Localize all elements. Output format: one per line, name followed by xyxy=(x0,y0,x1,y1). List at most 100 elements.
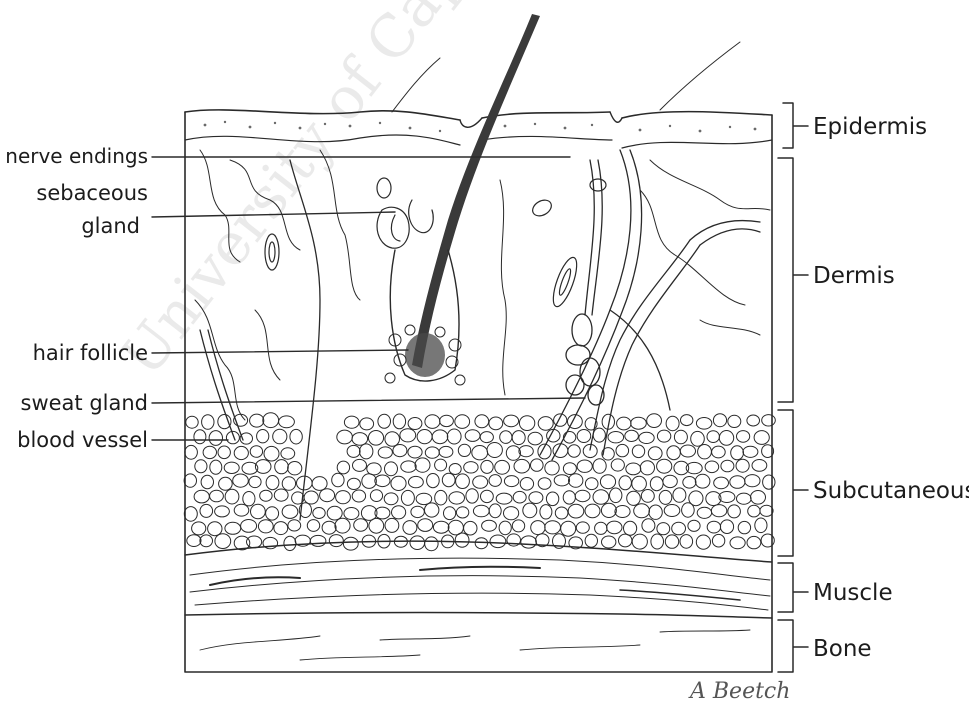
fat-cell xyxy=(344,416,359,428)
fat-cell xyxy=(401,461,416,472)
fat-cell xyxy=(243,492,255,506)
fat-cell xyxy=(425,447,439,458)
fat-cell xyxy=(257,430,269,443)
fat-cell xyxy=(275,460,289,474)
muscle-bone-boundary xyxy=(185,613,772,618)
fat-cell xyxy=(455,415,470,429)
fat-cell xyxy=(697,507,711,518)
fat-cell xyxy=(310,535,326,546)
fat-cell xyxy=(250,414,264,427)
fat-cell xyxy=(554,475,569,486)
fat-cell xyxy=(375,475,390,487)
fat-cell xyxy=(411,506,424,517)
fat-cell xyxy=(745,475,760,487)
fat-cell xyxy=(540,505,552,519)
fat-cell xyxy=(714,477,729,489)
fat-cell xyxy=(266,476,279,490)
fat-cell xyxy=(343,537,358,550)
epidermis-fold-2 xyxy=(610,112,622,122)
fat-cell xyxy=(327,506,342,520)
fat-cell xyxy=(682,503,695,517)
fat-cell xyxy=(312,477,327,491)
fat-cell xyxy=(760,505,773,516)
bracket-subcutaneous xyxy=(778,410,808,556)
fat-cell xyxy=(563,432,575,444)
fat-cell xyxy=(673,488,686,502)
fat-cell xyxy=(691,431,705,446)
fat-cell xyxy=(352,433,368,446)
fat-cell xyxy=(627,491,641,505)
fat-cell xyxy=(425,537,438,551)
fat-cell xyxy=(234,446,248,459)
fat-cell xyxy=(615,506,630,518)
fat-cell xyxy=(665,535,678,548)
fat-cell xyxy=(624,521,637,535)
fat-cell xyxy=(455,533,469,547)
fat-cell xyxy=(184,507,197,522)
fat-cell xyxy=(707,521,720,533)
fat-cell xyxy=(384,493,398,505)
fat-cell xyxy=(657,430,670,442)
fat-cell xyxy=(593,490,609,505)
fat-cell xyxy=(625,430,639,441)
fat-cell xyxy=(464,462,478,473)
fat-cell xyxy=(569,474,583,488)
fat-cell xyxy=(362,474,377,489)
fat-cell xyxy=(329,535,343,547)
fat-cell xyxy=(737,431,750,443)
fat-cell xyxy=(545,461,559,475)
fat-cell xyxy=(563,491,575,504)
leader-sweat-gland xyxy=(152,398,585,403)
fat-cell xyxy=(393,414,405,429)
fat-cell xyxy=(225,489,239,504)
fat-cell xyxy=(184,474,196,487)
fat-cell xyxy=(506,446,520,461)
fat-cell xyxy=(218,446,230,459)
fat-cell xyxy=(731,446,744,460)
fat-cell xyxy=(385,518,399,532)
fat-cell xyxy=(512,520,524,532)
fat-cell xyxy=(504,507,519,520)
fat-cell xyxy=(304,491,318,504)
fat-cell xyxy=(487,443,502,458)
fat-cell xyxy=(250,446,262,458)
muscle-fibers xyxy=(190,558,770,610)
fat-cell xyxy=(282,477,295,491)
fat-cell xyxy=(215,506,230,517)
fat-cell xyxy=(512,431,525,445)
fat-cell xyxy=(400,429,416,442)
fat-cell xyxy=(600,475,615,489)
tissue-block xyxy=(184,14,775,672)
fat-cell xyxy=(737,493,752,504)
fat-cell xyxy=(504,476,518,487)
fat-cell xyxy=(427,474,440,488)
hair-bulb xyxy=(405,333,445,377)
fat-cell xyxy=(337,461,349,474)
fat-cell xyxy=(385,432,400,446)
fat-cell xyxy=(568,445,580,457)
fat-cell xyxy=(432,430,448,444)
fat-cell xyxy=(320,489,335,502)
fat-cell xyxy=(666,416,679,430)
fat-cell xyxy=(456,507,468,518)
fat-cell xyxy=(201,475,213,488)
fat-cell xyxy=(634,504,650,518)
label-hair-follicle: hair follicle xyxy=(33,341,148,365)
fat-cell xyxy=(593,459,606,474)
fat-cell xyxy=(410,536,425,550)
fat-cell xyxy=(561,521,576,536)
fat-cell xyxy=(575,490,590,501)
fat-cell xyxy=(466,489,478,503)
fat-cell xyxy=(449,492,465,504)
label-epidermis: Epidermis xyxy=(813,114,927,140)
fat-cell xyxy=(519,416,534,431)
fat-cell xyxy=(707,431,719,443)
fat-cell xyxy=(465,430,480,442)
label-sebaceous-line1: sebaceous xyxy=(36,181,148,205)
artist-signature: A Beetch xyxy=(688,679,790,704)
fat-cell xyxy=(568,504,584,518)
fat-cell xyxy=(378,447,392,458)
fat-cell xyxy=(481,460,493,473)
fat-cell xyxy=(347,445,360,457)
fat-cell xyxy=(651,534,664,549)
